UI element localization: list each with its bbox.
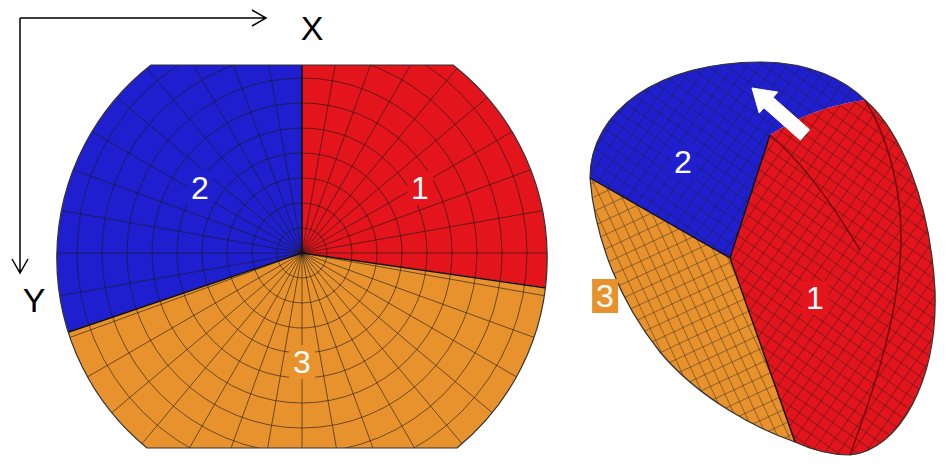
label-anchor: 3 <box>592 279 618 313</box>
region-orange <box>0 253 600 466</box>
mesh-lines <box>590 62 865 258</box>
label-anchor: 1 <box>407 171 433 205</box>
solid-view <box>590 62 935 455</box>
axis-label: Y <box>19 282 50 318</box>
label-anchor: 3 <box>289 345 315 379</box>
x-axis-arrow <box>20 10 266 26</box>
edge-line <box>770 100 901 455</box>
region-red <box>302 0 600 295</box>
direction-arrow <box>752 88 810 140</box>
mesh-lines <box>2 0 602 466</box>
region-boundary <box>590 135 795 442</box>
label-anchor: 1 <box>802 281 828 315</box>
region-blue <box>590 62 865 258</box>
axis-label: X <box>297 10 328 46</box>
label-anchor: 2 <box>670 145 696 179</box>
region-number: 3 <box>289 345 315 379</box>
region-number: 2 <box>187 171 213 205</box>
label-anchor: 2 <box>187 171 213 205</box>
cross-section <box>0 0 602 466</box>
y-axis-arrow <box>12 18 28 273</box>
region-number: 2 <box>670 145 696 179</box>
region-number: 1 <box>407 171 433 205</box>
label-anchor: Y <box>19 282 50 318</box>
solid-outline <box>590 62 935 455</box>
region-number: 3 <box>592 279 618 313</box>
region-number: 1 <box>802 281 828 315</box>
region-boundary <box>60 60 560 335</box>
label-anchor: X <box>297 10 328 46</box>
section-outline <box>57 65 547 448</box>
